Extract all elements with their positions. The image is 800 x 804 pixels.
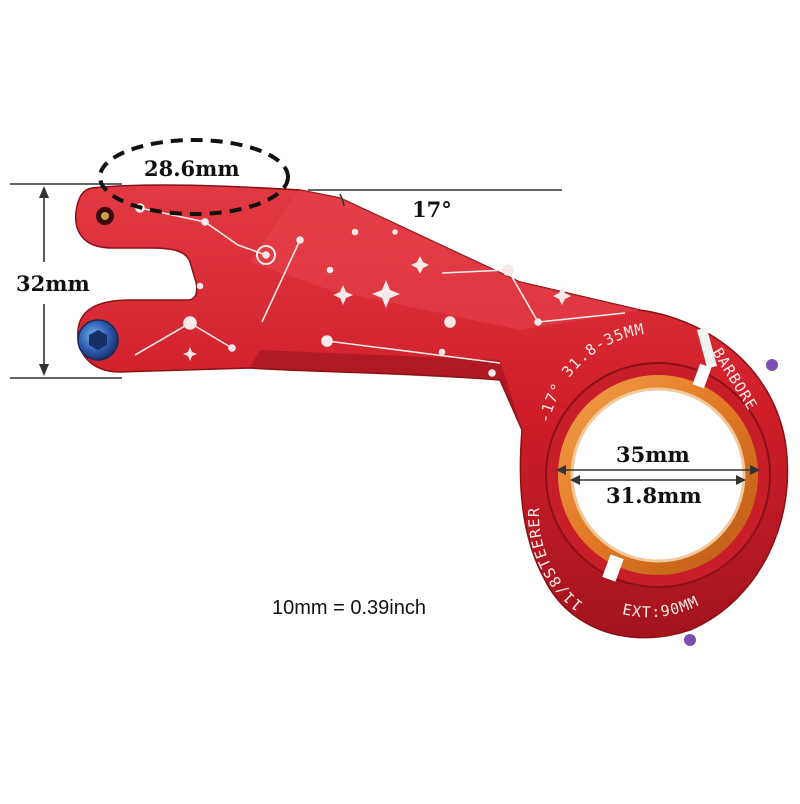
rise-angle-label: 17° bbox=[412, 197, 452, 222]
stack-height-label: 32mm bbox=[16, 271, 90, 296]
bolt-icon bbox=[77, 319, 119, 361]
bar-clamp-outer-label: 35mm bbox=[616, 442, 690, 467]
steerer-diameter-marker bbox=[98, 138, 290, 216]
constellation-pattern bbox=[134, 203, 626, 377]
bar-clamp-inner-label: 31.8mm bbox=[606, 483, 702, 508]
unit-conversion-note: 10mm = 0.39inch bbox=[272, 597, 426, 619]
steerer-clamp-slot bbox=[96, 207, 114, 225]
dimension-lines bbox=[10, 183, 760, 485]
steerer-diameter-label: 28.6mm bbox=[144, 156, 240, 181]
bar-clamp bbox=[545, 327, 778, 646]
